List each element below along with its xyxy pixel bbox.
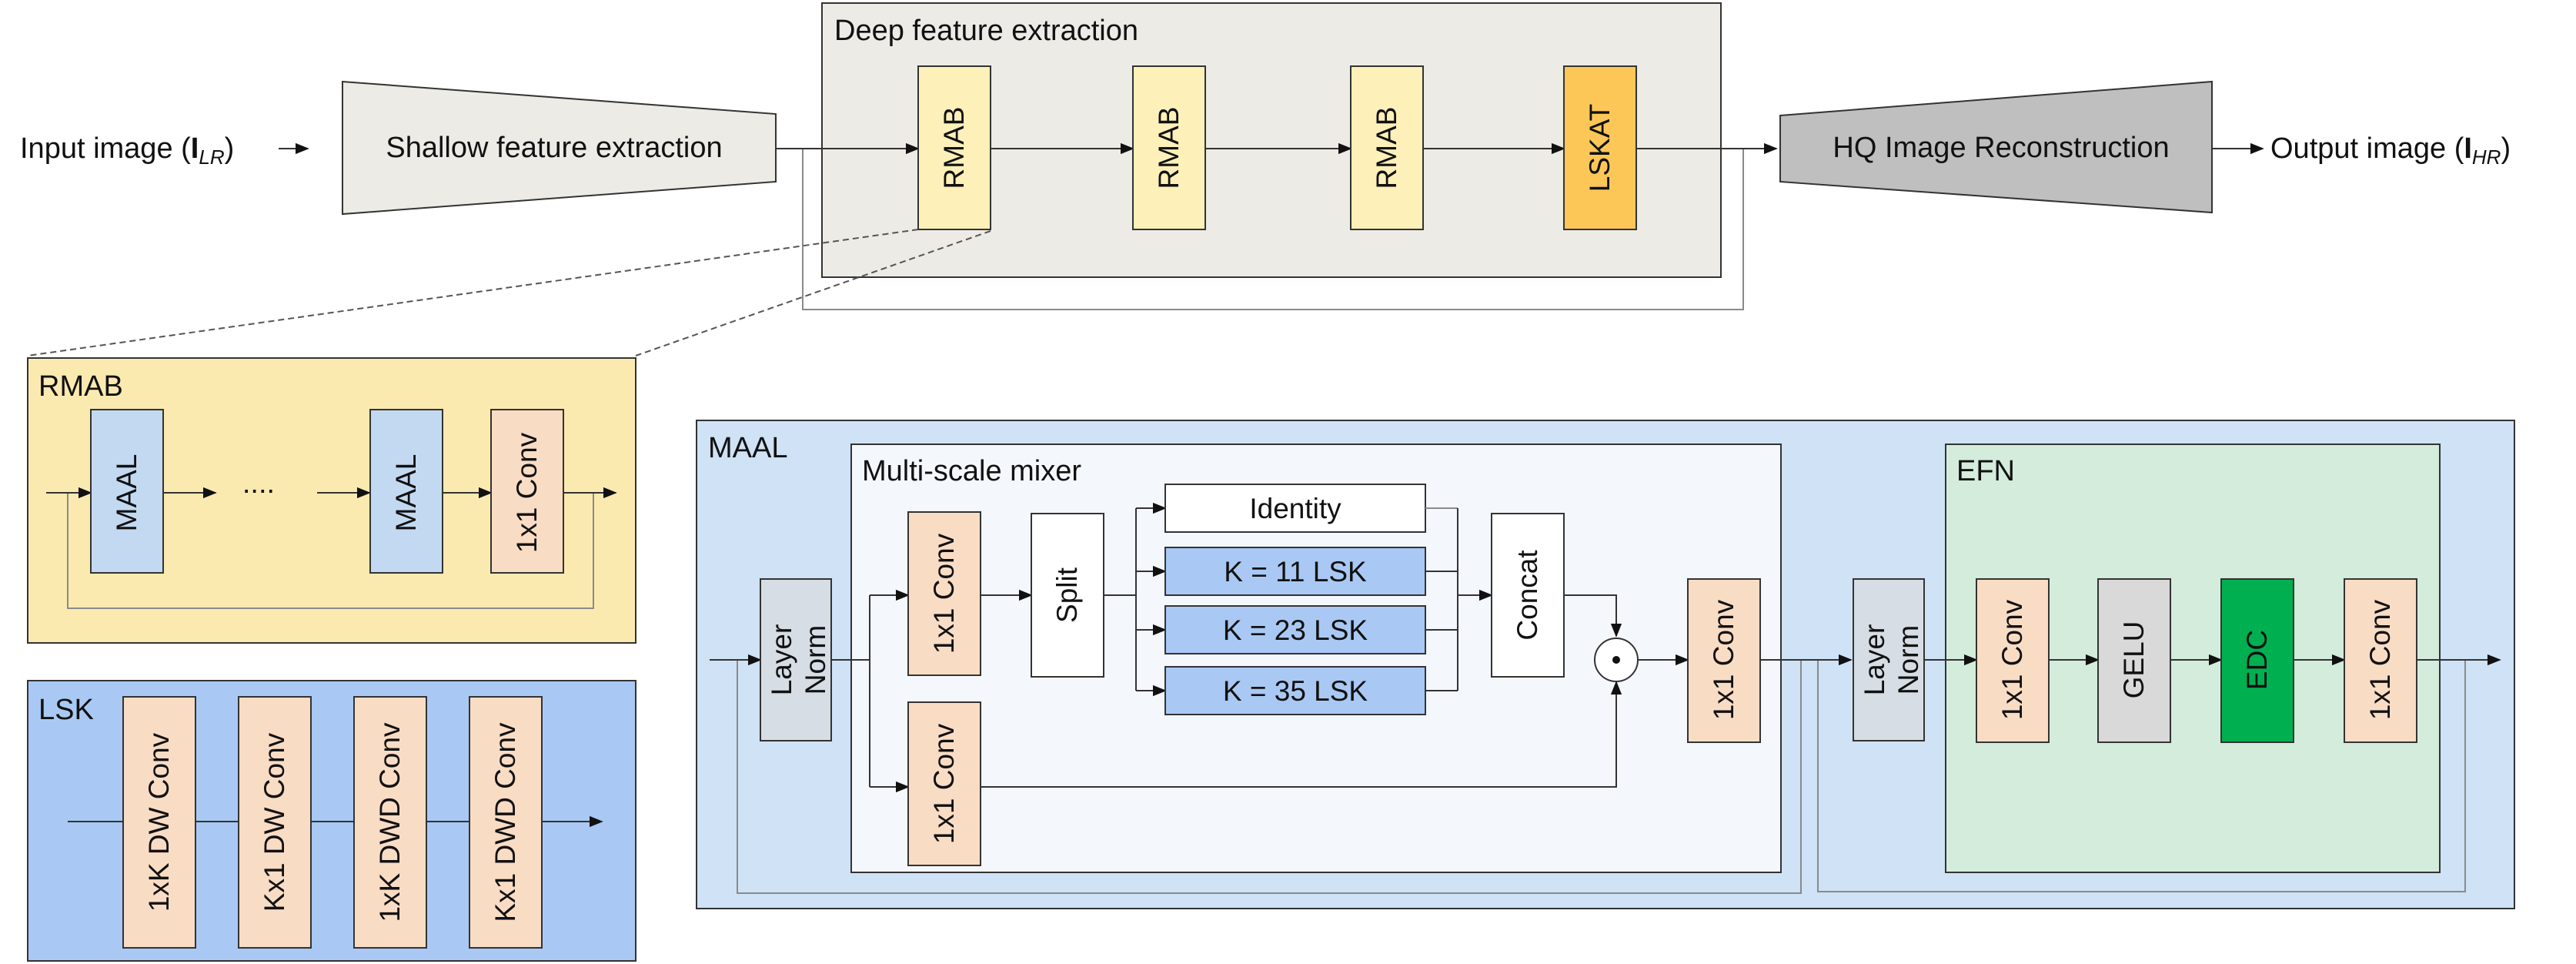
lsk-title: LSK — [38, 694, 94, 726]
layer-norm-1-label-b: Norm — [800, 625, 831, 695]
branch-k23-label: K = 23 LSK — [1223, 614, 1368, 646]
shallow-feature-label: Shallow feature extraction — [386, 132, 722, 164]
hq-reconstruction-label: HQ Image Reconstruction — [1833, 132, 2169, 164]
branch-identity-label: Identity — [1249, 493, 1341, 524]
lsk-block-1 — [122, 696, 196, 949]
lsk-block-4 — [469, 696, 543, 949]
output-label: Output image (IHR) — [2270, 132, 2511, 169]
branch-k11-label: K = 11 LSK — [1224, 556, 1367, 587]
layer-norm-2-label-b: Norm — [1893, 625, 1924, 695]
branch-identity — [1164, 484, 1426, 533]
gelu-label: GELU — [2118, 621, 2150, 699]
rmab-conv-label: 1x1 Conv — [511, 432, 543, 553]
maal-detail: MAAL Multi-scale mixer EFN Layer Norm 1x… — [696, 420, 2515, 909]
maal-block-1-label: MAAL — [111, 454, 142, 532]
branch-k23 — [1164, 605, 1426, 654]
maal-block-1 — [90, 409, 164, 574]
concat-label: Concat — [1512, 550, 1543, 641]
lsk-block-4-label: Kx1 DWD Conv — [489, 722, 521, 922]
rmab-block-1-label: RMAB — [938, 107, 970, 189]
efn-conv-1 — [1976, 578, 2050, 743]
efn-conv-2-label: 1x1 Conv — [2364, 599, 2396, 720]
layer-norm-2-label-a: Layer — [1859, 624, 1890, 696]
maal-block-2-label: MAAL — [390, 454, 422, 532]
mixer-conv-bottom-label: 1x1 Conv — [928, 723, 960, 844]
lsk-block-1-label: 1xK DW Conv — [143, 732, 175, 912]
lsk-block-3 — [353, 696, 427, 949]
maal-conv-after — [1687, 578, 1761, 743]
split-label: Split — [1051, 567, 1083, 623]
gelu-block — [2097, 578, 2171, 743]
maal-conv-after-label: 1x1 Conv — [1708, 599, 1739, 720]
rmab-block-2-label: RMAB — [1153, 107, 1184, 189]
efn-conv-2 — [2344, 578, 2417, 743]
edc-label: EDC — [2241, 630, 2273, 690]
branch-k11 — [1164, 547, 1426, 596]
shallow-feature-trapezoid — [342, 80, 777, 216]
rmab-title: RMAB — [38, 370, 123, 403]
mixer-title: Multi-scale mixer — [862, 455, 1081, 487]
maal-block-2 — [369, 409, 443, 574]
layer-norm-1-label-a: Layer — [766, 624, 797, 696]
mixer-conv-bottom — [907, 701, 981, 866]
ellipsis: .... — [242, 467, 275, 500]
branch-k35 — [1164, 666, 1426, 715]
rmab-block-3-label: RMAB — [1371, 107, 1402, 189]
hq-reconstruction-trapezoid — [1779, 80, 2213, 214]
lskat-block-label: LSKAT — [1584, 104, 1615, 192]
lskat-block — [1563, 65, 1637, 230]
lsk-detail: LSK 1xK DW Conv Kx1 DW Conv 1xK DWD Conv… — [27, 680, 636, 962]
top-pipeline: Input image (ILR) Shallow feature extrac… — [20, 2, 2511, 310]
input-label: Input image (ILR) — [20, 132, 234, 169]
deep-feature-title: Deep feature extraction — [834, 15, 1138, 47]
rmab-conv-block — [490, 409, 564, 574]
split-block — [1031, 513, 1104, 678]
layer-norm-1 — [760, 578, 832, 741]
rmab-block-2 — [1132, 65, 1206, 230]
lsk-block-2-label: Kx1 DW Conv — [259, 732, 290, 912]
efn-conv-1-label: 1x1 Conv — [1996, 599, 2028, 720]
mixer-conv-top — [907, 511, 981, 676]
lsk-block-2 — [238, 696, 312, 949]
branch-k35-label: K = 35 LSK — [1223, 675, 1368, 707]
efn-title: EFN — [1956, 455, 2015, 487]
rmab-detail: RMAB MAAL .... MAAL 1x1 Conv — [27, 357, 636, 644]
mixer-conv-top-label: 1x1 Conv — [928, 533, 960, 654]
lsk-block-3-label: 1xK DWD Conv — [374, 722, 406, 922]
maal-title: MAAL — [708, 432, 787, 464]
